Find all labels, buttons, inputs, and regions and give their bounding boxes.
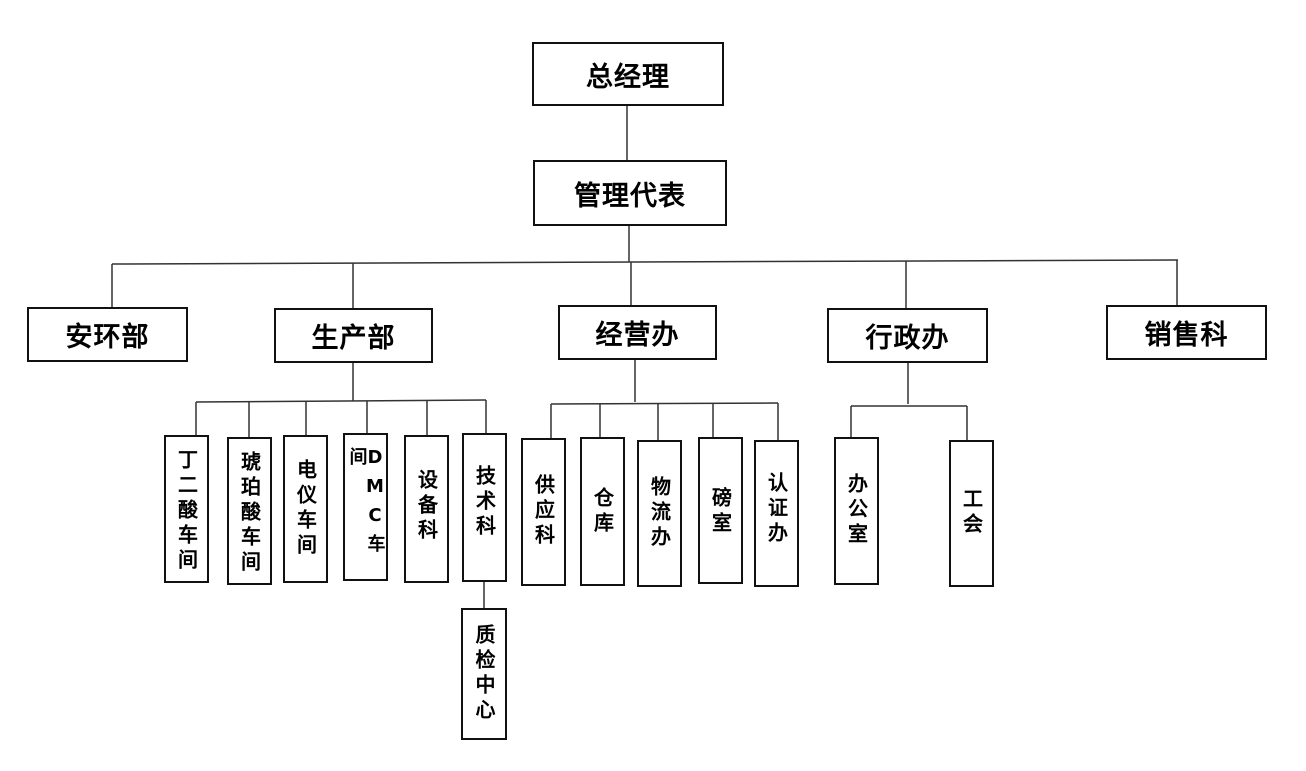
node-production-dept: 生产部 [274, 308, 433, 363]
node-safety-environment-dept: 安环部 [27, 307, 188, 362]
node-administration-office: 行政办 [827, 308, 988, 363]
node-label: 认证办 [764, 472, 789, 547]
node-weighing-room: 磅室 [698, 437, 743, 584]
node-label: 磅室 [708, 487, 733, 537]
node-label: DMC车间 [346, 447, 386, 560]
node-warehouse: 仓库 [580, 437, 625, 586]
node-butanedioic-acid-workshop: 丁二酸车间 [164, 435, 209, 583]
node-equipment-section: 设备科 [404, 435, 449, 583]
node-label: 物流办 [647, 476, 672, 551]
node-dmc-workshop: DMC车间 [343, 433, 388, 581]
node-label: 销售科 [1144, 320, 1229, 351]
node-management-representative: 管理代表 [533, 160, 727, 226]
node-label: 办公室 [844, 473, 869, 548]
node-electrical-instrument-workshop: 电仪车间 [283, 435, 328, 583]
node-label: 行政办 [865, 323, 950, 354]
node-label: 技术科 [472, 465, 497, 540]
node-label: 设备科 [414, 469, 439, 544]
node-logistics-office: 物流办 [637, 440, 682, 587]
node-label: 生产部 [311, 323, 396, 354]
node-label: 工会 [959, 488, 984, 538]
node-certification-office: 认证办 [754, 440, 799, 587]
node-label: 电仪车间 [293, 459, 318, 559]
node-label: 管理代表 [574, 180, 686, 212]
node-quality-inspection-center: 质检中心 [461, 608, 507, 740]
node-labor-union: 工会 [949, 440, 994, 587]
node-technology-section: 技术科 [462, 433, 507, 582]
node-label: 琥珀酸车间 [237, 451, 262, 576]
node-label: 安环部 [65, 322, 150, 353]
node-supply-section: 供应科 [521, 438, 566, 586]
node-succinic-acid-workshop: 琥珀酸车间 [227, 437, 272, 585]
node-label: 丁二酸车间 [174, 449, 199, 574]
node-label: 仓库 [590, 487, 615, 537]
node-label: 总经理 [586, 61, 670, 93]
node-operations-office: 经营办 [558, 305, 717, 360]
node-general-manager: 总经理 [532, 42, 724, 106]
node-label: 质检中心 [472, 624, 496, 724]
node-general-office: 办公室 [834, 437, 879, 585]
node-label: 经营办 [595, 320, 680, 351]
node-label: 供应科 [531, 474, 556, 549]
node-sales-section: 销售科 [1106, 305, 1267, 360]
